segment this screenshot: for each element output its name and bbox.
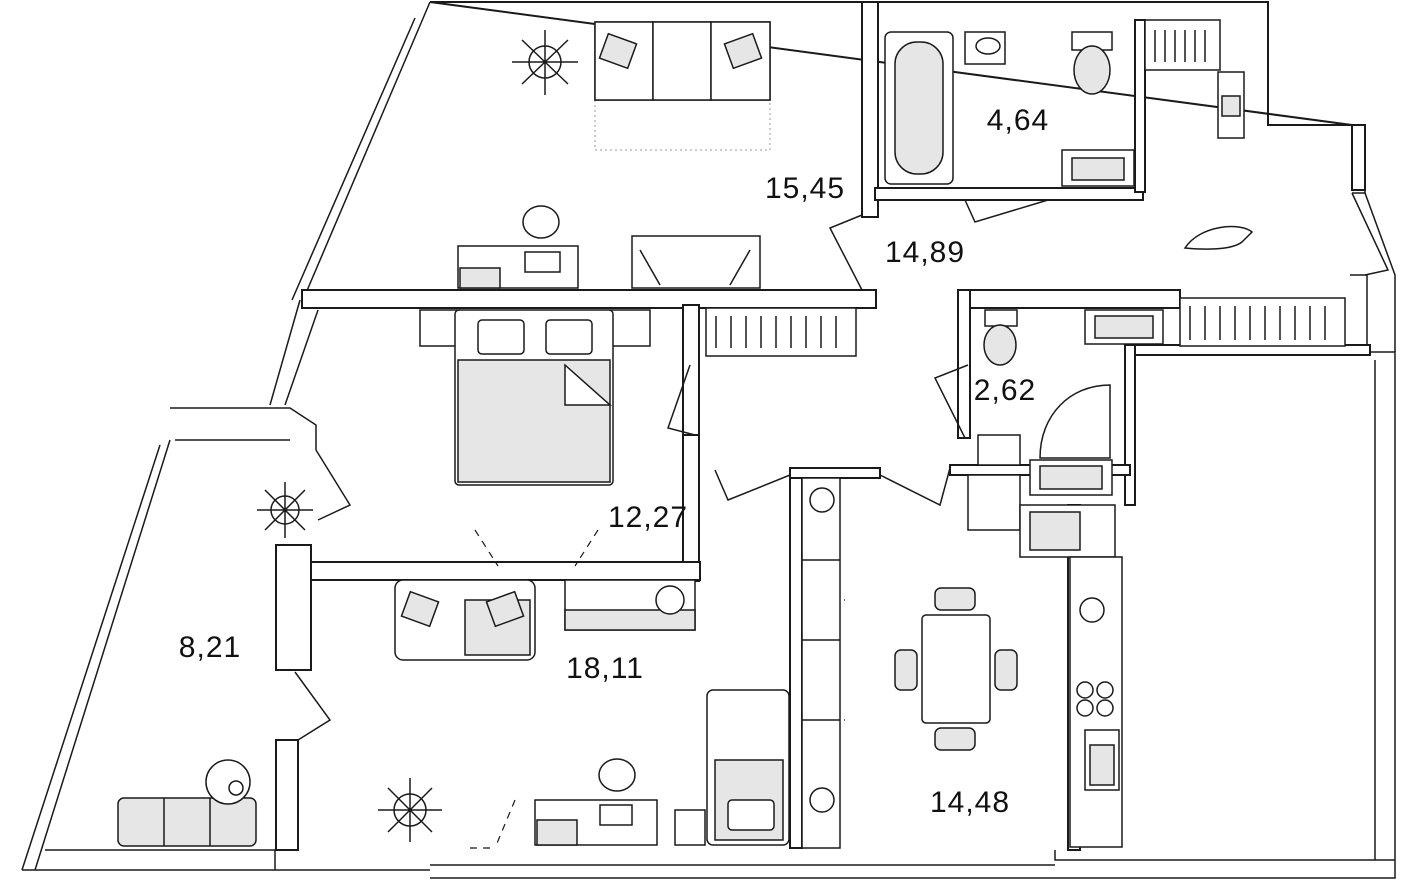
doors xyxy=(294,192,1390,741)
wardrobe-hall xyxy=(1179,297,1346,347)
area-label-living-top: 15,45 xyxy=(765,172,845,205)
single-bed xyxy=(706,689,790,846)
area-label-bathroom: 4,64 xyxy=(987,104,1049,137)
plant-living xyxy=(378,778,442,842)
desk-living xyxy=(534,758,706,846)
area-label-hall: 14,89 xyxy=(885,236,965,269)
balcony-sofa xyxy=(117,759,257,847)
wardrobe-bedroom xyxy=(705,307,857,357)
sofa-top xyxy=(594,21,771,151)
sofa-living xyxy=(394,579,536,661)
area-labels: 15,45 4,64 14,89 2,62 12,27 18,11 8,21 1… xyxy=(179,104,1049,819)
bathroom-fixtures xyxy=(884,31,1135,187)
wc-fixtures xyxy=(977,309,1164,496)
plant-balcony xyxy=(257,482,313,538)
bed xyxy=(419,309,651,486)
tv-unit xyxy=(564,579,696,631)
wardrobe-top-right xyxy=(1144,19,1245,139)
kitchen-counter xyxy=(967,474,1123,848)
plant-top xyxy=(512,30,578,95)
area-label-kitchen: 14,48 xyxy=(930,786,1010,819)
area-label-living: 18,11 xyxy=(566,652,644,685)
area-label-bedroom: 12,27 xyxy=(608,501,688,534)
area-label-balcony: 8,21 xyxy=(179,631,241,664)
desk-top xyxy=(457,205,761,289)
outer-walls xyxy=(21,1,1396,879)
pet-figure xyxy=(1183,225,1254,250)
kitchen-partition xyxy=(801,477,841,849)
dining-table xyxy=(894,587,1018,751)
area-label-wc: 2,62 xyxy=(974,374,1036,407)
